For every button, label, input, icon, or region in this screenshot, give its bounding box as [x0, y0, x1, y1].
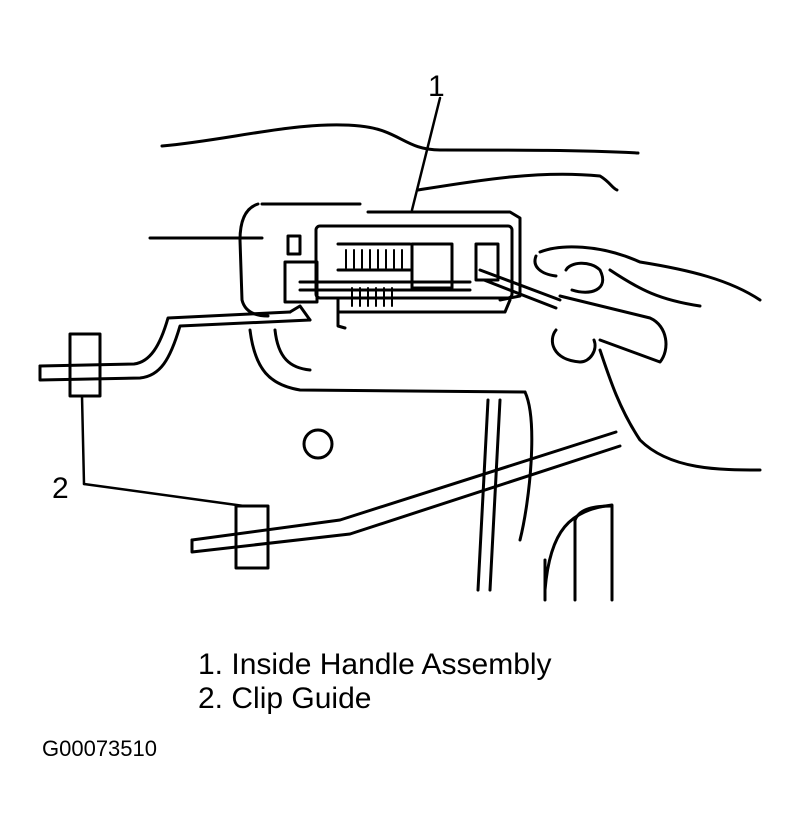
callout-2-label: 2	[52, 472, 69, 505]
door-panel-recess	[238, 202, 534, 592]
hand	[533, 245, 762, 472]
panel-hole	[302, 428, 334, 460]
legend-item-text: Inside Handle Assembly	[231, 648, 552, 681]
legend-item-number: 2.	[198, 682, 224, 715]
clip-guide-upper	[38, 304, 312, 398]
legend-item-inside-handle-assembly: 1. Inside Handle Assembly	[198, 648, 552, 682]
clip-guide-lower	[190, 430, 622, 570]
inside-handle-assembly	[283, 210, 522, 330]
legend-item-number: 1.	[198, 648, 224, 681]
figure-id: G00073510	[42, 736, 157, 761]
lower-trim-piece	[543, 503, 614, 602]
leader-lines	[80, 96, 442, 508]
legend-item-text: Clip Guide	[231, 682, 372, 715]
callout-1-label: 1	[428, 70, 445, 103]
screwdriver	[478, 268, 668, 364]
door-trim-contour	[148, 123, 640, 240]
legend-item-clip-guide: 2. Clip Guide	[198, 682, 371, 716]
